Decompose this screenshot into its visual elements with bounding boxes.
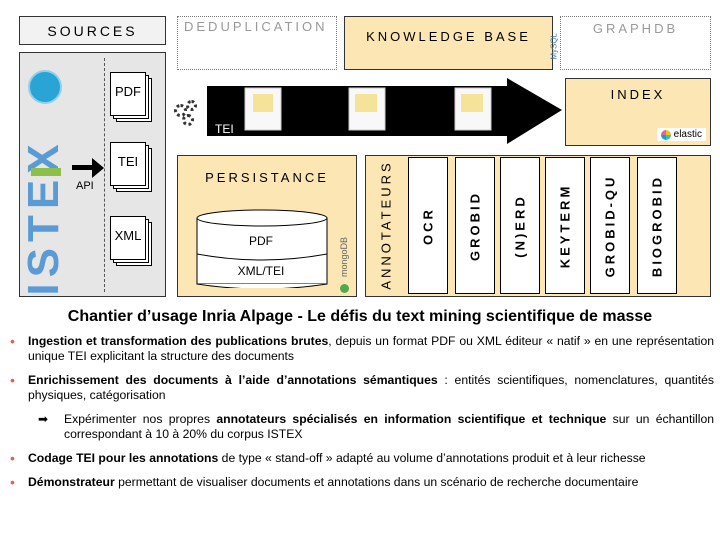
xml-document-stack: XML bbox=[110, 216, 152, 266]
mongodb-leaf-icon bbox=[340, 284, 349, 293]
sources-divider bbox=[104, 58, 105, 292]
tei-label: TEI bbox=[117, 154, 139, 169]
api-label: API bbox=[76, 180, 94, 192]
database-cylinder bbox=[196, 209, 328, 288]
pdf-document-stack: PDF bbox=[110, 72, 152, 122]
persistance-title: PERSISTANCE bbox=[205, 170, 329, 185]
index-title: INDEX bbox=[610, 87, 666, 102]
mongodb-logo-text: mongoDB bbox=[339, 236, 349, 278]
annotator-nerd: (N)ERD bbox=[500, 157, 540, 294]
istex-logo: ISTEX bbox=[19, 70, 68, 296]
slide-title: Chantier d’usage Inria Alpage - Le défis… bbox=[67, 308, 653, 325]
bullet-enrichissement: Enrichissement des documents à l’aide d’… bbox=[8, 373, 714, 403]
database-pdf-label: PDF bbox=[249, 234, 273, 248]
sources-header: SOURCES bbox=[19, 16, 166, 45]
elastic-logo-text: elastic bbox=[673, 129, 702, 140]
tei-document-thumbnail bbox=[454, 87, 492, 131]
xml-label: XML bbox=[114, 228, 142, 243]
bullet-codage-tei: Codage TEI pour les annotations de type … bbox=[8, 451, 714, 466]
gears-icon bbox=[172, 100, 202, 130]
elastic-icon bbox=[660, 129, 671, 140]
annotator-grobid-qu: GROBID-QU bbox=[590, 157, 630, 294]
pdf-label: PDF bbox=[115, 84, 141, 99]
bullet-demonstrateur: Démonstrateur permettant de visualiser d… bbox=[8, 475, 714, 490]
tei-document-thumbnail bbox=[244, 87, 282, 131]
deduplication-box: DEDUPLICATION bbox=[177, 16, 337, 70]
annotator-grobid: GROBID bbox=[455, 157, 495, 294]
tei-document-stack: TEI bbox=[110, 142, 152, 192]
tei-pipeline-label: TEI bbox=[215, 122, 234, 136]
graphdb-box: GRAPHDB bbox=[560, 16, 711, 70]
istex-emblem-icon bbox=[28, 70, 62, 104]
sources-title: SOURCES bbox=[47, 23, 138, 39]
istex-logo-text: ISTEX bbox=[19, 138, 68, 296]
mysql-logo-icon: MySQL bbox=[550, 33, 559, 60]
knowledge-base-title: KNOWLEDGE BASE bbox=[366, 29, 531, 44]
arrow-bullet-icon: ➡ bbox=[38, 412, 49, 426]
elastic-logo: elastic bbox=[656, 128, 706, 141]
knowledge-base-box: KNOWLEDGE BASE MySQL bbox=[344, 16, 559, 70]
bullet-ingestion: Ingestion et transformation des publicat… bbox=[8, 334, 714, 364]
index-box: INDEX elastic bbox=[565, 78, 711, 146]
istex-chevron-icon bbox=[31, 168, 61, 176]
deduplication-title: DEDUPLICATION bbox=[184, 19, 328, 34]
tei-document-thumbnail bbox=[348, 87, 386, 131]
annotator-keyterm: KEYTERM bbox=[545, 157, 585, 294]
annotator-biogrobid: BIOGROBID bbox=[637, 157, 677, 294]
api-arrow bbox=[72, 158, 106, 178]
tei-pipeline-arrow bbox=[207, 78, 562, 144]
annotateurs-title: ANNOTATEURS bbox=[378, 160, 394, 290]
graphdb-title: GRAPHDB bbox=[592, 21, 679, 36]
database-xmltei-label: XML/TEI bbox=[237, 264, 285, 278]
sub-bullet-experimenter: ➡ Expérimenter nos propres annotateurs s… bbox=[38, 412, 715, 441]
bullet-list: Ingestion et transformation des publicat… bbox=[8, 334, 714, 499]
annotator-ocr: OCR bbox=[408, 157, 448, 294]
mongodb-logo: mongoDB bbox=[336, 224, 354, 294]
